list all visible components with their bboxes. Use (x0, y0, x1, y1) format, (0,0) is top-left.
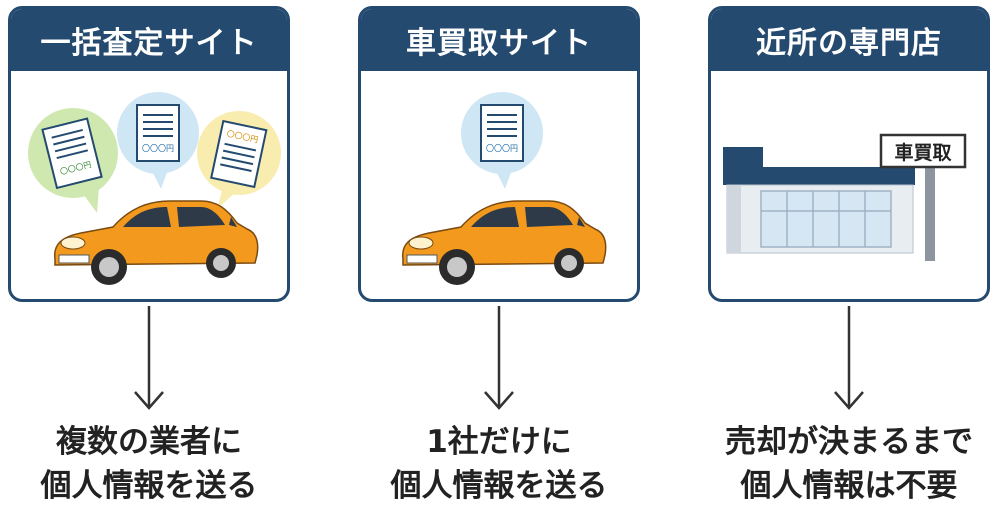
orange-car-icon (53, 200, 259, 285)
caption-local-shop: 売却が決まるまで 個人情報は不要 (684, 420, 1000, 508)
card-local-shop: 近所の専門店 車買取 (708, 6, 990, 302)
card-illustration: 〇〇〇円 〇〇〇円 〇〇〇円 (11, 71, 287, 299)
quote-bubble-yellow: 〇〇〇円 (197, 111, 281, 209)
quote-bubble-green: 〇〇〇円 (28, 108, 118, 213)
shop-sign: 車買取 (879, 133, 967, 169)
caption-bulk-appraisal: 複数の業者に 個人情報を送る (0, 420, 314, 508)
doc-price-label: 〇〇〇円 (142, 144, 174, 153)
card-title: 一括査定サイト (11, 9, 287, 71)
orange-car-icon (401, 200, 607, 285)
card-title: 近所の専門店 (711, 9, 987, 71)
doc-price-label: 〇〇〇円 (486, 144, 518, 153)
down-arrow-icon (834, 306, 864, 410)
caption-line-2: 個人情報は不要 (740, 468, 958, 504)
card-buyback-site: 車買取サイト 〇〇〇円 (358, 6, 640, 302)
caption-line-2: 個人情報を送る (40, 468, 258, 504)
caption-line-1: 売却が決まるまで (725, 424, 973, 460)
shop-building-icon (723, 147, 935, 261)
shop-sign-text: 車買取 (894, 141, 951, 164)
card-bulk-appraisal: 一括査定サイト 〇〇〇円 (8, 6, 290, 302)
caption-line-1: 複数の業者に (56, 424, 242, 460)
card-title: 車買取サイト (361, 9, 637, 71)
caption-line-2: 個人情報を送る (390, 468, 608, 504)
card-illustration: 〇〇〇円 (361, 71, 637, 299)
quote-bubble-blue: 〇〇〇円 (117, 92, 199, 189)
card-illustration: 車買取 (711, 71, 987, 299)
quote-bubble-blue: 〇〇〇円 (461, 92, 543, 189)
caption-buyback-site: 1社だけに 個人情報を送る (334, 420, 664, 508)
down-arrow-icon (484, 306, 514, 410)
caption-line-1: 1社だけに (426, 424, 572, 460)
down-arrow-icon (134, 306, 164, 410)
